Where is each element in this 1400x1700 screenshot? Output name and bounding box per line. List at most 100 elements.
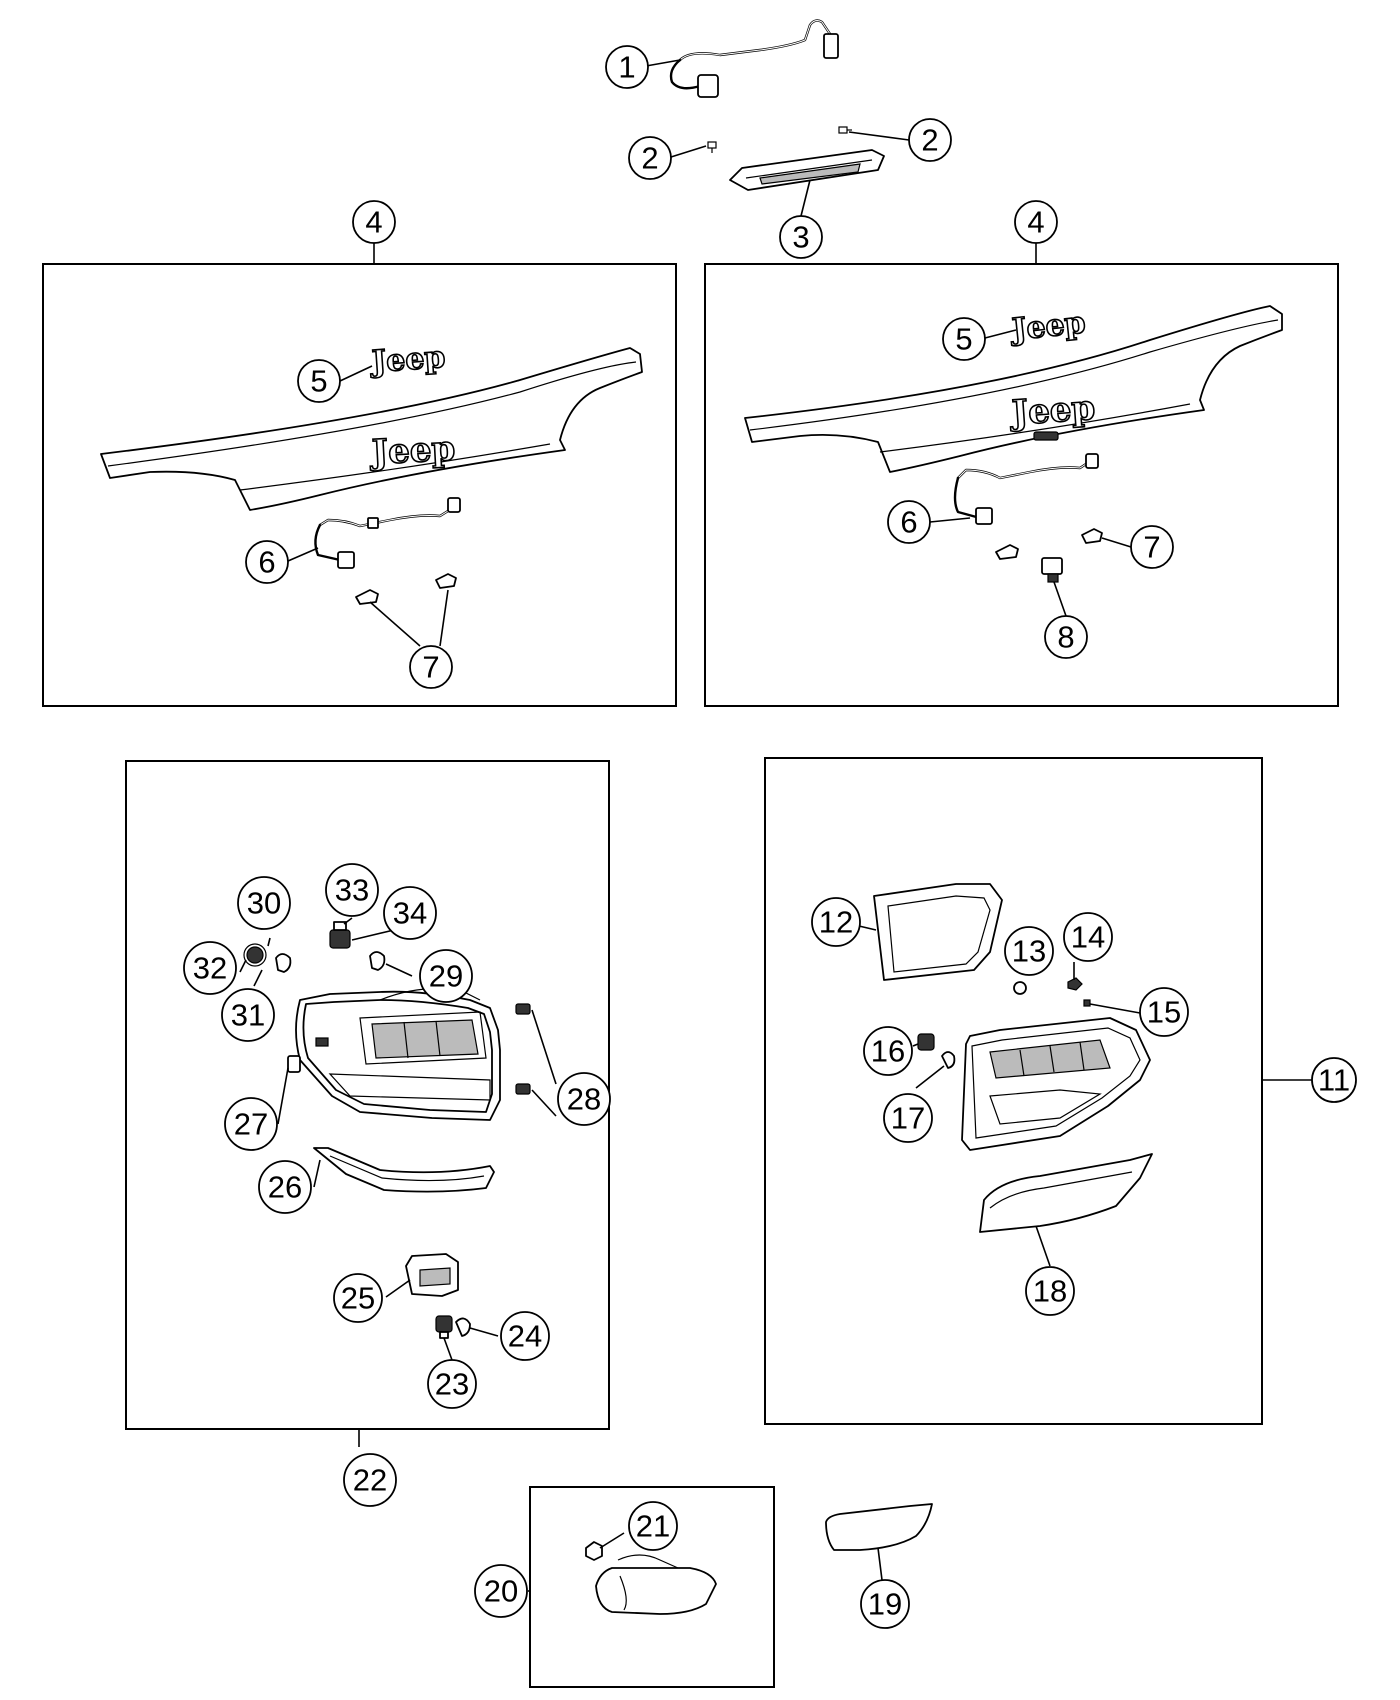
screw-part-15 [1083, 999, 1091, 1007]
svg-text:1: 1 [618, 50, 635, 85]
svg-text:29: 29 [429, 959, 463, 994]
svg-text:20: 20 [484, 1574, 518, 1609]
nut-part-14 [1067, 977, 1083, 991]
svg-text:16: 16 [871, 1034, 905, 1069]
svg-text:7: 7 [1143, 530, 1160, 565]
svg-text:24: 24 [508, 1319, 542, 1354]
bulb-part-29 [369, 951, 386, 971]
callout-34: 34 [383, 886, 437, 940]
bulb-socket-part-33 [329, 921, 351, 949]
callout-16: 16 [863, 1026, 913, 1076]
callout-17: 17 [883, 1093, 933, 1143]
callout-13: 13 [1004, 926, 1054, 976]
bulb-part-24 [455, 1317, 471, 1337]
callout-27: 27 [224, 1097, 278, 1151]
callout-8: 8 [1044, 615, 1088, 659]
callout-20: 20 [474, 1564, 528, 1618]
svg-text:22: 22 [353, 1463, 387, 1498]
svg-text:21: 21 [636, 1509, 670, 1544]
svg-text:19: 19 [868, 1587, 902, 1622]
screw-part-2-left [707, 141, 717, 153]
socket-part-23 [435, 1315, 453, 1339]
callout-26: 26 [258, 1160, 312, 1214]
callout-30: 30 [237, 876, 291, 930]
svg-text:18: 18 [1033, 1274, 1067, 1309]
module-part-25 [405, 1253, 459, 1297]
svg-text:2: 2 [641, 141, 658, 176]
callout-15: 15 [1139, 987, 1189, 1037]
nut-part-13 [1013, 981, 1027, 995]
svg-text:8: 8 [1057, 620, 1074, 655]
svg-text:14: 14 [1071, 920, 1105, 955]
stop-lamp-part-3 [729, 149, 885, 191]
svg-text:27: 27 [234, 1107, 268, 1142]
callout-6-left: 6 [245, 540, 289, 584]
bulb-socket-part-30 [243, 943, 267, 967]
svg-text:30: 30 [247, 886, 281, 921]
group-frame-4-right [704, 263, 1339, 707]
gasket-part-27 [287, 1055, 301, 1073]
group-frame-20 [529, 1486, 775, 1688]
callout-22: 22 [343, 1453, 397, 1507]
wiring-harness-part-6-left [314, 497, 461, 569]
callout-31: 31 [221, 988, 275, 1042]
svg-text:33: 33 [335, 873, 369, 908]
jeep-badge-left: Jeep [368, 429, 456, 473]
tail-lamp-inner-part-11 [961, 1017, 1151, 1151]
callout-4-right: 4 [1014, 200, 1058, 244]
svg-text:23: 23 [435, 1367, 469, 1402]
leader-lines [239, 59, 1312, 1592]
jeep-decal-right: Jeep [1008, 305, 1088, 348]
bulb-part-31 [275, 953, 292, 973]
side-marker-part-20 [595, 1554, 717, 1615]
callout-1: 1 [605, 45, 649, 89]
svg-text:11: 11 [1318, 1063, 1350, 1098]
callout-29: 29 [419, 949, 473, 1003]
svg-text:13: 13 [1012, 934, 1046, 969]
callout-5-right: 5 [942, 317, 986, 361]
bezel-part-26 [313, 1147, 495, 1193]
callout-2-left: 2 [628, 136, 672, 180]
svg-text:5: 5 [310, 364, 327, 399]
tail-lamp-outer-part-22 [295, 987, 501, 1121]
svg-text:5: 5 [955, 322, 972, 357]
bulb-part-17 [941, 1051, 956, 1069]
svg-text:6: 6 [900, 505, 917, 540]
svg-text:25: 25 [341, 1281, 375, 1316]
license-lamp-part-7-left [355, 573, 457, 605]
callout-7-left: 7 [409, 645, 453, 689]
callout-19: 19 [860, 1579, 910, 1629]
callout-11: 11 [1311, 1057, 1357, 1103]
callout-18: 18 [1025, 1266, 1075, 1316]
screw-part-2-right [838, 126, 852, 134]
svg-text:3: 3 [792, 220, 809, 255]
svg-text:7: 7 [422, 650, 439, 685]
svg-text:31: 31 [231, 998, 265, 1033]
callout-33: 33 [325, 863, 379, 917]
callout-21: 21 [628, 1501, 678, 1551]
liftgate-applique-left [100, 347, 643, 511]
jeep-badge-right: Jeep [1008, 388, 1097, 434]
gasket-part-12 [873, 883, 1003, 981]
camera-part-8 [1041, 557, 1063, 583]
svg-text:4: 4 [1027, 205, 1044, 240]
socket-part-16 [917, 1033, 935, 1051]
liftgate-applique-right [744, 305, 1283, 473]
svg-text:6: 6 [258, 545, 275, 580]
nut-part-28 [515, 1003, 531, 1095]
svg-text:17: 17 [891, 1101, 925, 1136]
callout-32: 32 [183, 941, 237, 995]
group-frame-4-left [42, 263, 677, 707]
wiring-harness-part-6-right [953, 453, 1099, 525]
reflector-part-19 [825, 1503, 933, 1551]
callout-5-left: 5 [297, 359, 341, 403]
svg-text:28: 28 [567, 1082, 601, 1117]
callout-7-right: 7 [1130, 525, 1174, 569]
svg-text:34: 34 [393, 896, 427, 931]
bulb-part-21 [585, 1541, 603, 1561]
bezel-part-18 [979, 1153, 1153, 1233]
callout-4-left: 4 [352, 200, 396, 244]
callout-2-right: 2 [908, 118, 952, 162]
svg-text:12: 12 [819, 905, 853, 940]
svg-text:32: 32 [193, 951, 227, 986]
